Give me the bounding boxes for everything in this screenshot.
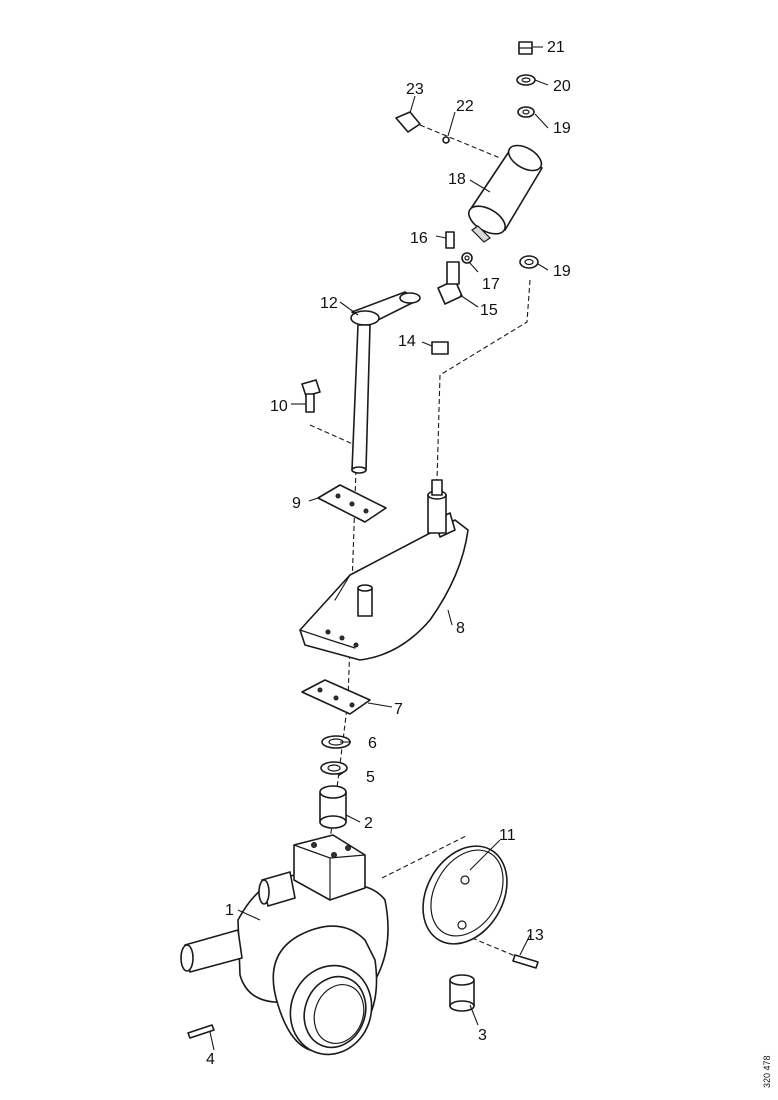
document-reference-number: 320 478 [762,1055,772,1088]
callout-4: 4 [206,1051,215,1068]
plate-part-7 [301,679,371,715]
callout-19-upper: 19 [553,120,571,137]
plate-part-9-upper [317,484,387,523]
callout-labels: 1 2 3 4 5 6 7 8 9 10 11 12 13 14 15 16 1… [206,39,571,1068]
pin-part-4 [187,1024,215,1039]
callout-2: 2 [364,815,373,832]
callout-8: 8 [456,620,465,637]
cylinder-part-18 [468,144,543,243]
callout-10: 10 [270,398,288,415]
callout-19-lower: 19 [553,263,571,280]
nut-part-23 [395,111,421,133]
callout-11: 11 [499,827,516,844]
bushing-part-19-upper [517,106,535,118]
callout-22: 22 [456,98,474,115]
clip-part-14 [431,341,449,355]
callout-21: 21 [547,39,565,56]
callout-16: 16 [410,230,428,247]
callout-5: 5 [366,769,375,786]
nut-part-21 [518,41,533,55]
link-part-15 [437,261,463,305]
bushing-part-3 [449,974,475,1012]
callout-17: 17 [482,276,500,293]
callout-12: 12 [320,295,338,312]
callout-1: 1 [225,902,234,919]
cover-part-11 [422,845,508,945]
washer-part-20 [516,74,536,86]
washer-part-5 [320,761,348,775]
callout-7: 7 [394,701,403,718]
callout-20: 20 [553,78,571,95]
bushing-part-2 [319,785,347,829]
bolt-part-10 [301,379,321,413]
bracket-part-8 [299,479,469,661]
bushing-part-19-lower [519,255,539,269]
callout-23: 23 [406,81,424,98]
callout-9: 9 [292,495,301,512]
screw-part-13 [512,954,539,969]
housing-part-1 [180,834,389,1056]
callout-14: 14 [398,333,416,350]
callout-15: 15 [480,302,498,319]
pin-part-22 [442,136,450,144]
lever-part-12 [350,291,421,474]
washer-part-17 [461,252,473,264]
callout-3: 3 [478,1027,487,1044]
pin-part-16 [445,231,455,249]
callout-13: 13 [526,927,544,944]
leader-lines [209,46,549,1051]
callout-6: 6 [368,735,377,752]
callout-18: 18 [448,171,466,188]
